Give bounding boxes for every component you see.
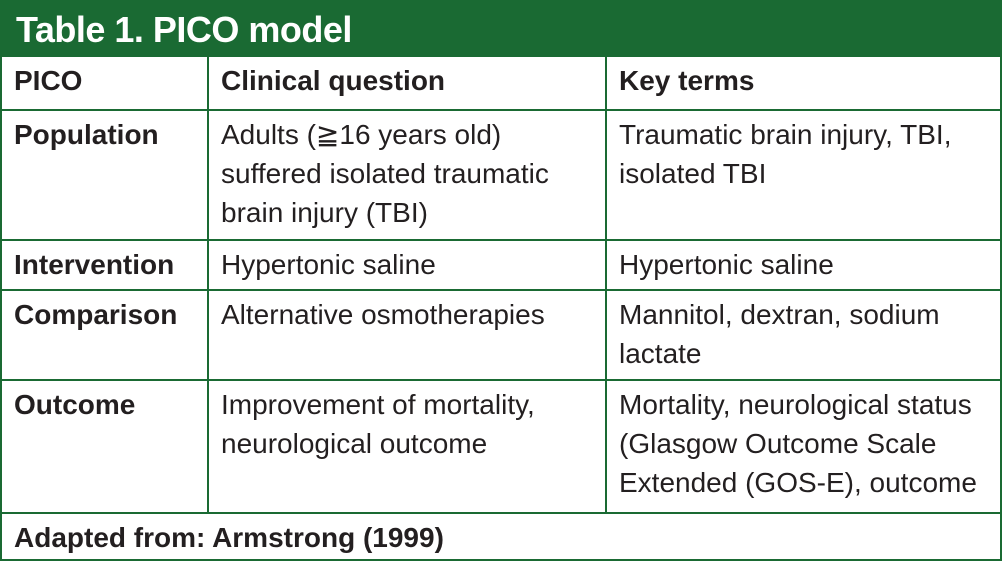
row-label-intervention: Intervention	[2, 239, 209, 291]
cell-clinical-question: Improvement of mortality, neurological o…	[207, 379, 607, 514]
table-footer-row: Adapted from: Armstrong (1999)	[2, 512, 1000, 563]
table-row-intervention: Intervention Hypertonic saline Hypertoni…	[2, 239, 1000, 291]
cell-clinical-question: Hypertonic saline	[207, 239, 607, 291]
column-header-pico: PICO	[2, 57, 209, 111]
table-title: Table 1. PICO model	[2, 2, 1000, 57]
table-source-note: Adapted from: Armstrong (1999)	[2, 512, 1000, 563]
row-label-population: Population	[2, 109, 209, 241]
table-row-comparison: Comparison Alternative osmotherapies Man…	[2, 289, 1000, 381]
cell-key-terms: Mannitol, dextran, sodium lactate	[605, 289, 1000, 381]
table-row-outcome: Outcome Improvement of mortality, neurol…	[2, 379, 1000, 514]
table-row-population: Population Adults (≧16 years old) suffer…	[2, 109, 1000, 241]
cell-key-terms: Hypertonic saline	[605, 239, 1000, 291]
cell-clinical-question: Alternative osmotherapies	[207, 289, 607, 381]
column-header-key-terms: Key terms	[605, 57, 1000, 111]
cell-key-terms: Mortality, neurological status (Glasgow …	[605, 379, 1000, 514]
row-label-outcome: Outcome	[2, 379, 209, 514]
cell-clinical-question: Adults (≧16 years old) suffered isolated…	[207, 109, 607, 241]
column-header-clinical-question: Clinical question	[207, 57, 607, 111]
row-label-comparison: Comparison	[2, 289, 209, 381]
table-header-row: PICO Clinical question Key terms	[2, 57, 1000, 111]
pico-table: PICO Clinical question Key terms Populat…	[2, 57, 1000, 563]
cell-key-terms: Traumatic brain injury, TBI, isolated TB…	[605, 109, 1000, 241]
